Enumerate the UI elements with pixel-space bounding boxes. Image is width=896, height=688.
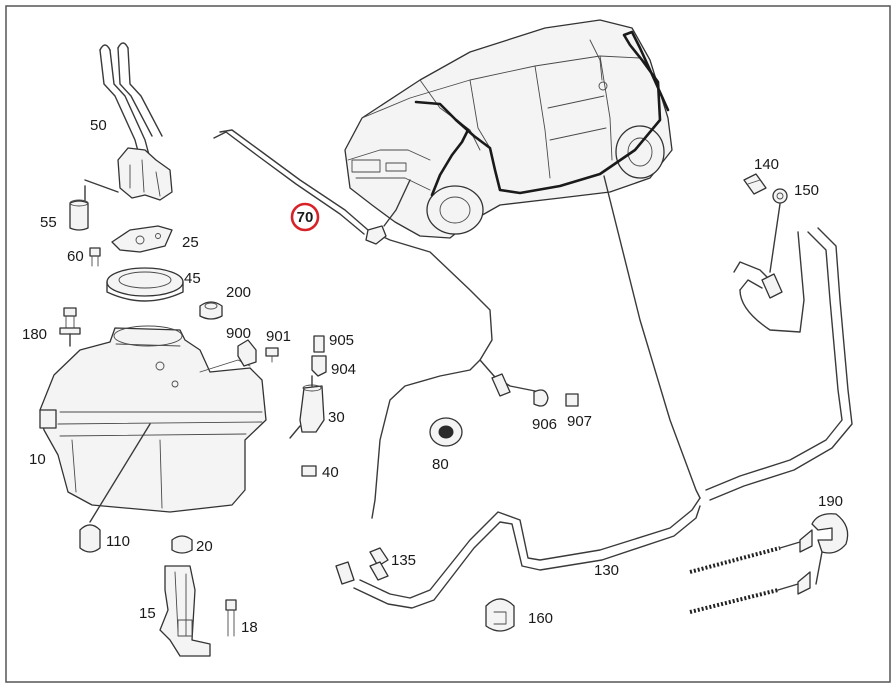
- label-55[interactable]: 55: [40, 214, 57, 231]
- part-135-fitting: [335, 547, 389, 585]
- part-901-connector: [265, 347, 279, 363]
- part-40-nut: [301, 465, 317, 477]
- part-160-clamp: [485, 598, 515, 632]
- label-15[interactable]: 15: [139, 605, 156, 622]
- part-900-elbow: [237, 339, 257, 367]
- label-135[interactable]: 135: [391, 552, 416, 569]
- label-904[interactable]: 904: [331, 361, 356, 378]
- part-60-screw: [89, 247, 101, 267]
- label-18[interactable]: 18: [241, 619, 258, 636]
- label-901[interactable]: 901: [266, 328, 291, 345]
- label-900[interactable]: 900: [226, 325, 251, 342]
- label-25[interactable]: 25: [182, 234, 199, 251]
- label-905[interactable]: 905: [329, 332, 354, 349]
- label-200[interactable]: 200: [226, 284, 251, 301]
- part-906-connector: [533, 389, 549, 407]
- part-70-hose: [213, 129, 541, 519]
- part-55-sleeve: [69, 185, 89, 231]
- label-20[interactable]: 20: [196, 538, 213, 555]
- label-130[interactable]: 130: [594, 562, 619, 579]
- label-140[interactable]: 140: [754, 156, 779, 173]
- label-150[interactable]: 150: [794, 182, 819, 199]
- part-904-elbow: [311, 355, 327, 377]
- part-45-seal-ring: [106, 267, 184, 302]
- part-80-grommet: [429, 417, 463, 447]
- part-907-plug: [565, 393, 579, 407]
- label-80[interactable]: 80: [432, 456, 449, 473]
- part-20-grommet: [171, 535, 193, 554]
- label-180[interactable]: 180: [22, 326, 47, 343]
- label-110[interactable]: 110: [106, 533, 130, 550]
- label-906[interactable]: 906: [532, 416, 557, 433]
- part-110-cap: [79, 423, 151, 553]
- label-50[interactable]: 50: [90, 117, 107, 134]
- part-905-plug: [313, 335, 325, 353]
- highlight-ring-70: [290, 202, 320, 232]
- label-30[interactable]: 30: [328, 409, 345, 426]
- part-180-bolt: [59, 307, 81, 347]
- part-50-filler-neck: [84, 42, 173, 201]
- label-70[interactable]: 70: [297, 209, 314, 226]
- right-hose-section: [733, 231, 805, 333]
- part-10-reservoir: [39, 325, 267, 513]
- diagram-frame: [5, 5, 891, 683]
- part-30-pump: [289, 375, 325, 439]
- part-190-brackets: [689, 513, 849, 614]
- part-150-clip: [769, 188, 788, 273]
- part-18-clip: [225, 599, 237, 637]
- part-130-hose: [353, 175, 853, 609]
- car-illustration: [344, 19, 673, 239]
- label-45[interactable]: 45: [184, 270, 201, 287]
- part-140-connector: [743, 173, 767, 195]
- label-10[interactable]: 10: [29, 451, 46, 468]
- part-15-bracket: [159, 565, 211, 657]
- label-160[interactable]: 160: [528, 610, 553, 627]
- label-40[interactable]: 40: [322, 464, 339, 481]
- part-200-grommet: [199, 301, 223, 320]
- label-60[interactable]: 60: [67, 248, 84, 265]
- part-25-bracket: [111, 225, 173, 253]
- label-190[interactable]: 190: [818, 493, 843, 510]
- part-labels: 50 55 25 60 45 200 180 900 901 905 904 3…: [22, 117, 843, 636]
- label-907[interactable]: 907: [567, 413, 592, 430]
